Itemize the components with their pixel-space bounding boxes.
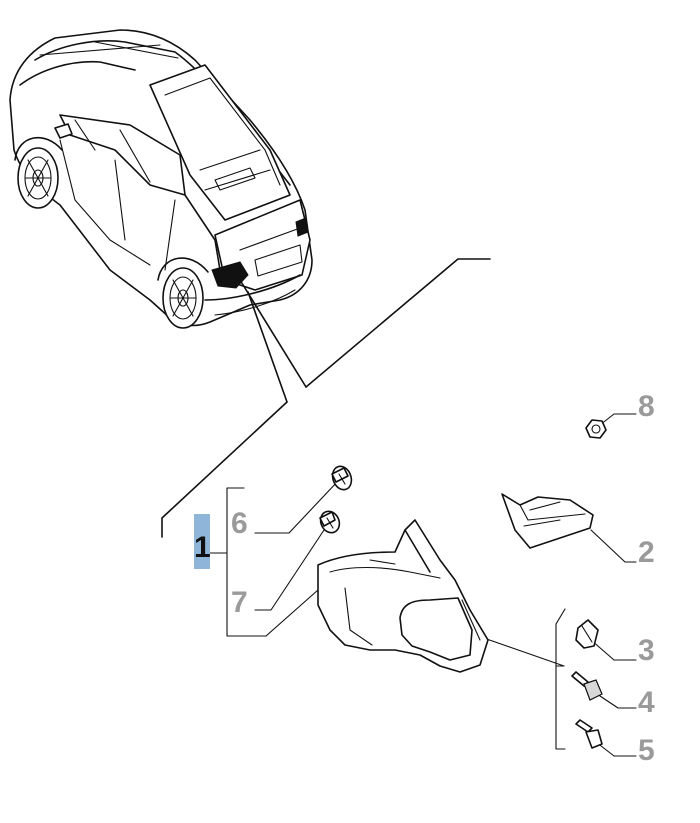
bulb-7 [319,510,341,534]
bulb-6 [331,465,353,491]
callout-3[interactable]: 3 [638,634,655,667]
leader-lines [161,258,637,757]
callout-7[interactable]: 7 [231,586,248,619]
callout-labels: 1 2 3 4 5 6 7 8 [194,390,655,767]
callout-8[interactable]: 8 [638,390,655,423]
nut-8 [585,419,607,439]
callout-6[interactable]: 6 [231,507,248,540]
clip-3 [575,619,599,649]
bolt-5 [575,719,603,749]
callout-2[interactable]: 2 [638,536,655,569]
callout-4[interactable]: 4 [638,686,655,719]
callout-1-highlight [194,514,210,569]
tail-lamp [317,519,489,673]
callout-1[interactable]: 1 [194,531,211,564]
screw-4 [571,671,603,701]
inner-lamp [501,493,594,549]
car-illustration [9,29,313,329]
callout-5[interactable]: 5 [638,734,655,767]
